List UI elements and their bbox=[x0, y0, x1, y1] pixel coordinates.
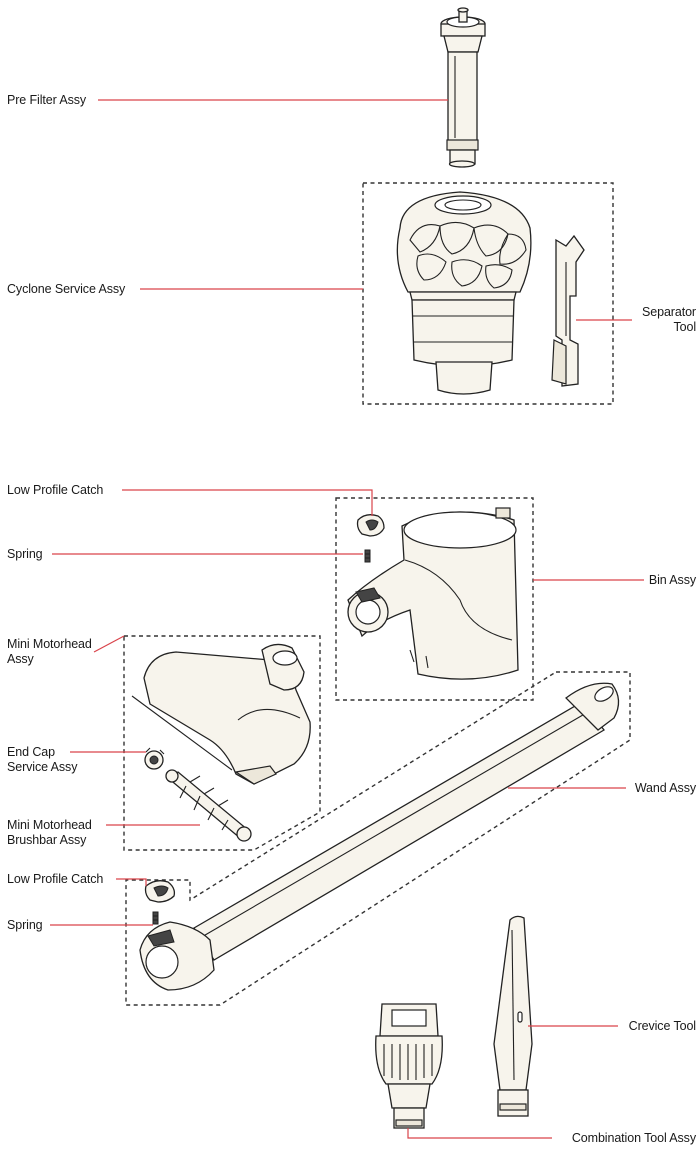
pre-filter-drawing bbox=[440, 7, 486, 168]
label-wand: Wand Assy bbox=[634, 781, 696, 795]
label-mini-motorhead-line1: Mini Motorhead bbox=[7, 637, 92, 651]
bin-group-box bbox=[335, 497, 534, 701]
cyclone-drawing bbox=[396, 191, 532, 395]
label-separator-line1: Separator bbox=[642, 305, 696, 319]
wand-drawing bbox=[139, 682, 620, 991]
catch-bottom-drawing bbox=[144, 880, 176, 903]
label-brushbar-line1: Mini Motorhead bbox=[7, 818, 92, 832]
catch-top-drawing bbox=[356, 514, 385, 537]
cyclone-group-box bbox=[362, 182, 614, 405]
brushbar-drawing bbox=[165, 769, 252, 842]
label-combination: Combination Tool Assy bbox=[571, 1131, 696, 1145]
leader-combination bbox=[407, 1128, 552, 1139]
leader-lines bbox=[50, 99, 644, 1139]
label-mini-motorhead-line2: Assy bbox=[7, 652, 34, 666]
leader-motorhead bbox=[93, 635, 125, 653]
spring-top-drawing bbox=[364, 549, 371, 563]
label-brushbar: Mini Motorhead Brushbar Assy bbox=[7, 818, 92, 848]
label-cyclone: Cyclone Service Assy bbox=[7, 282, 126, 296]
label-end-cap-line1: End Cap bbox=[7, 745, 55, 759]
label-pre-filter: Pre Filter Assy bbox=[7, 93, 87, 107]
label-separator: Separator Tool bbox=[642, 305, 696, 335]
combination-tool-drawing bbox=[375, 1003, 443, 1129]
label-catch-top: Low Profile Catch bbox=[7, 483, 104, 497]
end-cap-drawing bbox=[144, 747, 165, 770]
crevice-tool-drawing bbox=[493, 915, 533, 1117]
label-catch-bottom: Low Profile Catch bbox=[7, 872, 104, 886]
label-separator-line2: Tool bbox=[673, 320, 696, 334]
label-crevice: Crevice Tool bbox=[628, 1019, 696, 1033]
leader-catch-top bbox=[122, 489, 373, 516]
leader-catch-bottom bbox=[116, 878, 147, 886]
label-mini-motorhead: Mini Motorhead Assy bbox=[7, 637, 92, 667]
label-brushbar-line2: Brushbar Assy bbox=[7, 833, 87, 847]
mini-motorhead-drawing bbox=[131, 643, 311, 785]
label-spring-bottom: Spring bbox=[7, 918, 43, 932]
separator-tool-drawing bbox=[551, 234, 585, 387]
spring-bottom-drawing bbox=[152, 911, 159, 925]
bin-drawing bbox=[347, 507, 519, 680]
label-end-cap-line2: Service Assy bbox=[7, 760, 78, 774]
label-bin: Bin Assy bbox=[648, 573, 696, 587]
label-spring-top: Spring bbox=[7, 547, 43, 561]
label-end-cap: End Cap Service Assy bbox=[7, 745, 77, 775]
